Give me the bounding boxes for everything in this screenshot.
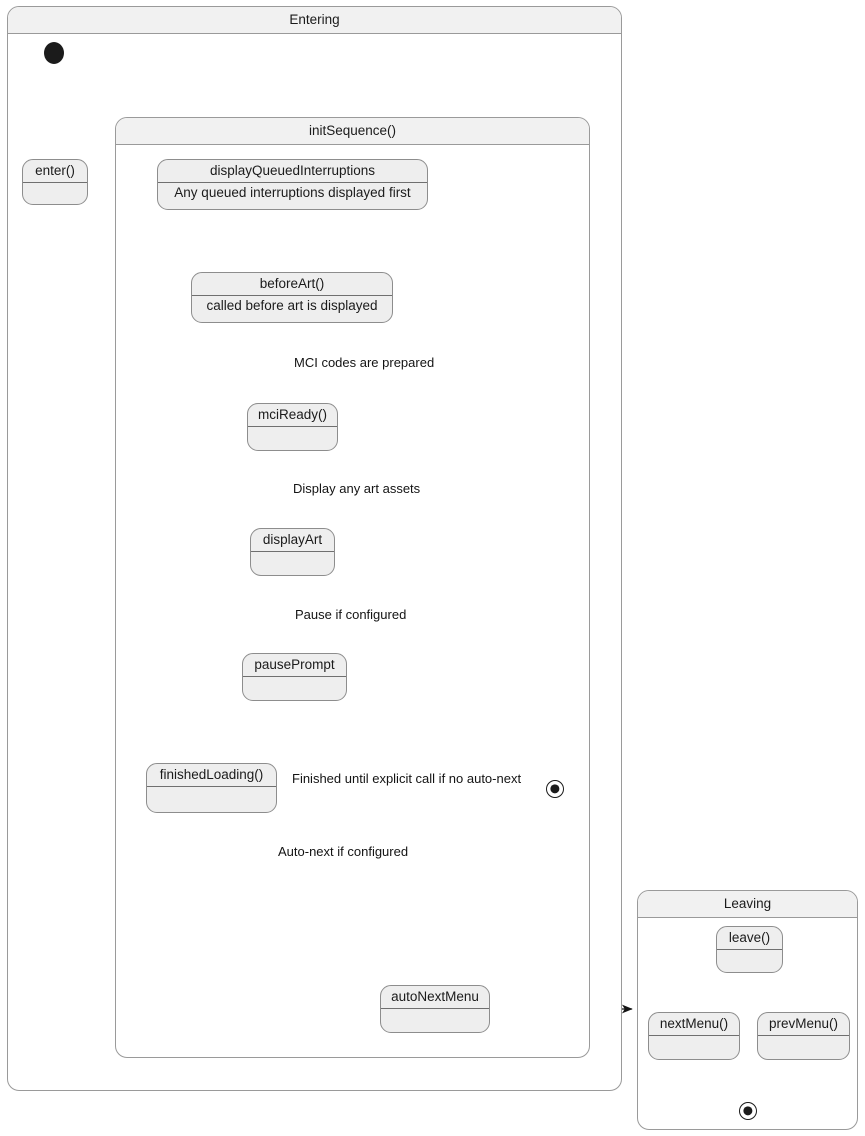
- state-prev-menu-title: prevMenu(): [758, 1013, 849, 1036]
- composite-leaving-title: Leaving: [638, 891, 857, 918]
- state-finished-loading-body: [147, 787, 276, 812]
- state-pause-prompt-title: pausePrompt: [243, 654, 346, 677]
- composite-state-init-sequence[interactable]: initSequence(): [115, 117, 590, 1058]
- composite-init-sequence-title: initSequence(): [116, 118, 589, 145]
- state-display-art[interactable]: displayArt: [250, 528, 335, 576]
- state-mci-ready-body: [248, 427, 337, 450]
- state-next-menu[interactable]: nextMenu(): [648, 1012, 740, 1060]
- state-finished-loading[interactable]: finishedLoading(): [146, 763, 277, 813]
- final-state-node-leaving: [739, 1102, 757, 1120]
- state-display-art-body: [251, 552, 334, 575]
- state-display-queued-interruptions[interactable]: displayQueuedInterruptions Any queued in…: [157, 159, 428, 210]
- state-pause-prompt-body: [243, 677, 346, 700]
- initial-state-node: [44, 42, 64, 64]
- state-leave-title: leave(): [717, 927, 782, 950]
- state-display-art-title: displayArt: [251, 529, 334, 552]
- state-leave[interactable]: leave(): [716, 926, 783, 973]
- state-display-queued-interruptions-title: displayQueuedInterruptions: [158, 160, 427, 183]
- edge-label-pause-if-configured: Pause if configured: [295, 607, 407, 622]
- state-auto-next-menu-body: [381, 1009, 489, 1032]
- edge-label-mci-codes-prepared: MCI codes are prepared: [294, 355, 435, 370]
- state-auto-next-menu-title: autoNextMenu: [381, 986, 489, 1009]
- state-prev-menu[interactable]: prevMenu(): [757, 1012, 850, 1060]
- state-enter[interactable]: enter(): [22, 159, 88, 205]
- state-next-menu-body: [649, 1036, 739, 1059]
- state-before-art-title: beforeArt(): [192, 273, 392, 296]
- composite-entering-title: Entering: [8, 7, 621, 34]
- state-finished-loading-title: finishedLoading(): [147, 764, 276, 787]
- edge-label-finished-until-explicit-call: Finished until explicit call if no auto-…: [292, 771, 522, 786]
- state-auto-next-menu[interactable]: autoNextMenu: [380, 985, 490, 1033]
- state-pause-prompt[interactable]: pausePrompt: [242, 653, 347, 701]
- state-leave-body: [717, 950, 782, 972]
- edge-label-auto-next-if-configured: Auto-next if configured: [278, 844, 409, 859]
- edge-label-display-art-assets: Display any art assets: [293, 481, 421, 496]
- state-before-art-body: called before art is displayed: [206, 298, 378, 313]
- state-mci-ready[interactable]: mciReady(): [247, 403, 338, 451]
- composite-state-leaving[interactable]: Leaving: [637, 890, 858, 1130]
- state-prev-menu-body: [758, 1036, 849, 1059]
- state-enter-title: enter(): [23, 160, 87, 183]
- state-mci-ready-title: mciReady(): [248, 404, 337, 427]
- final-state-node-init-sequence: [546, 780, 564, 798]
- state-next-menu-title: nextMenu(): [649, 1013, 739, 1036]
- state-enter-body: [23, 183, 87, 204]
- state-before-art[interactable]: beforeArt() called before art is display…: [191, 272, 393, 323]
- state-display-queued-interruptions-body: Any queued interruptions displayed first: [174, 185, 411, 200]
